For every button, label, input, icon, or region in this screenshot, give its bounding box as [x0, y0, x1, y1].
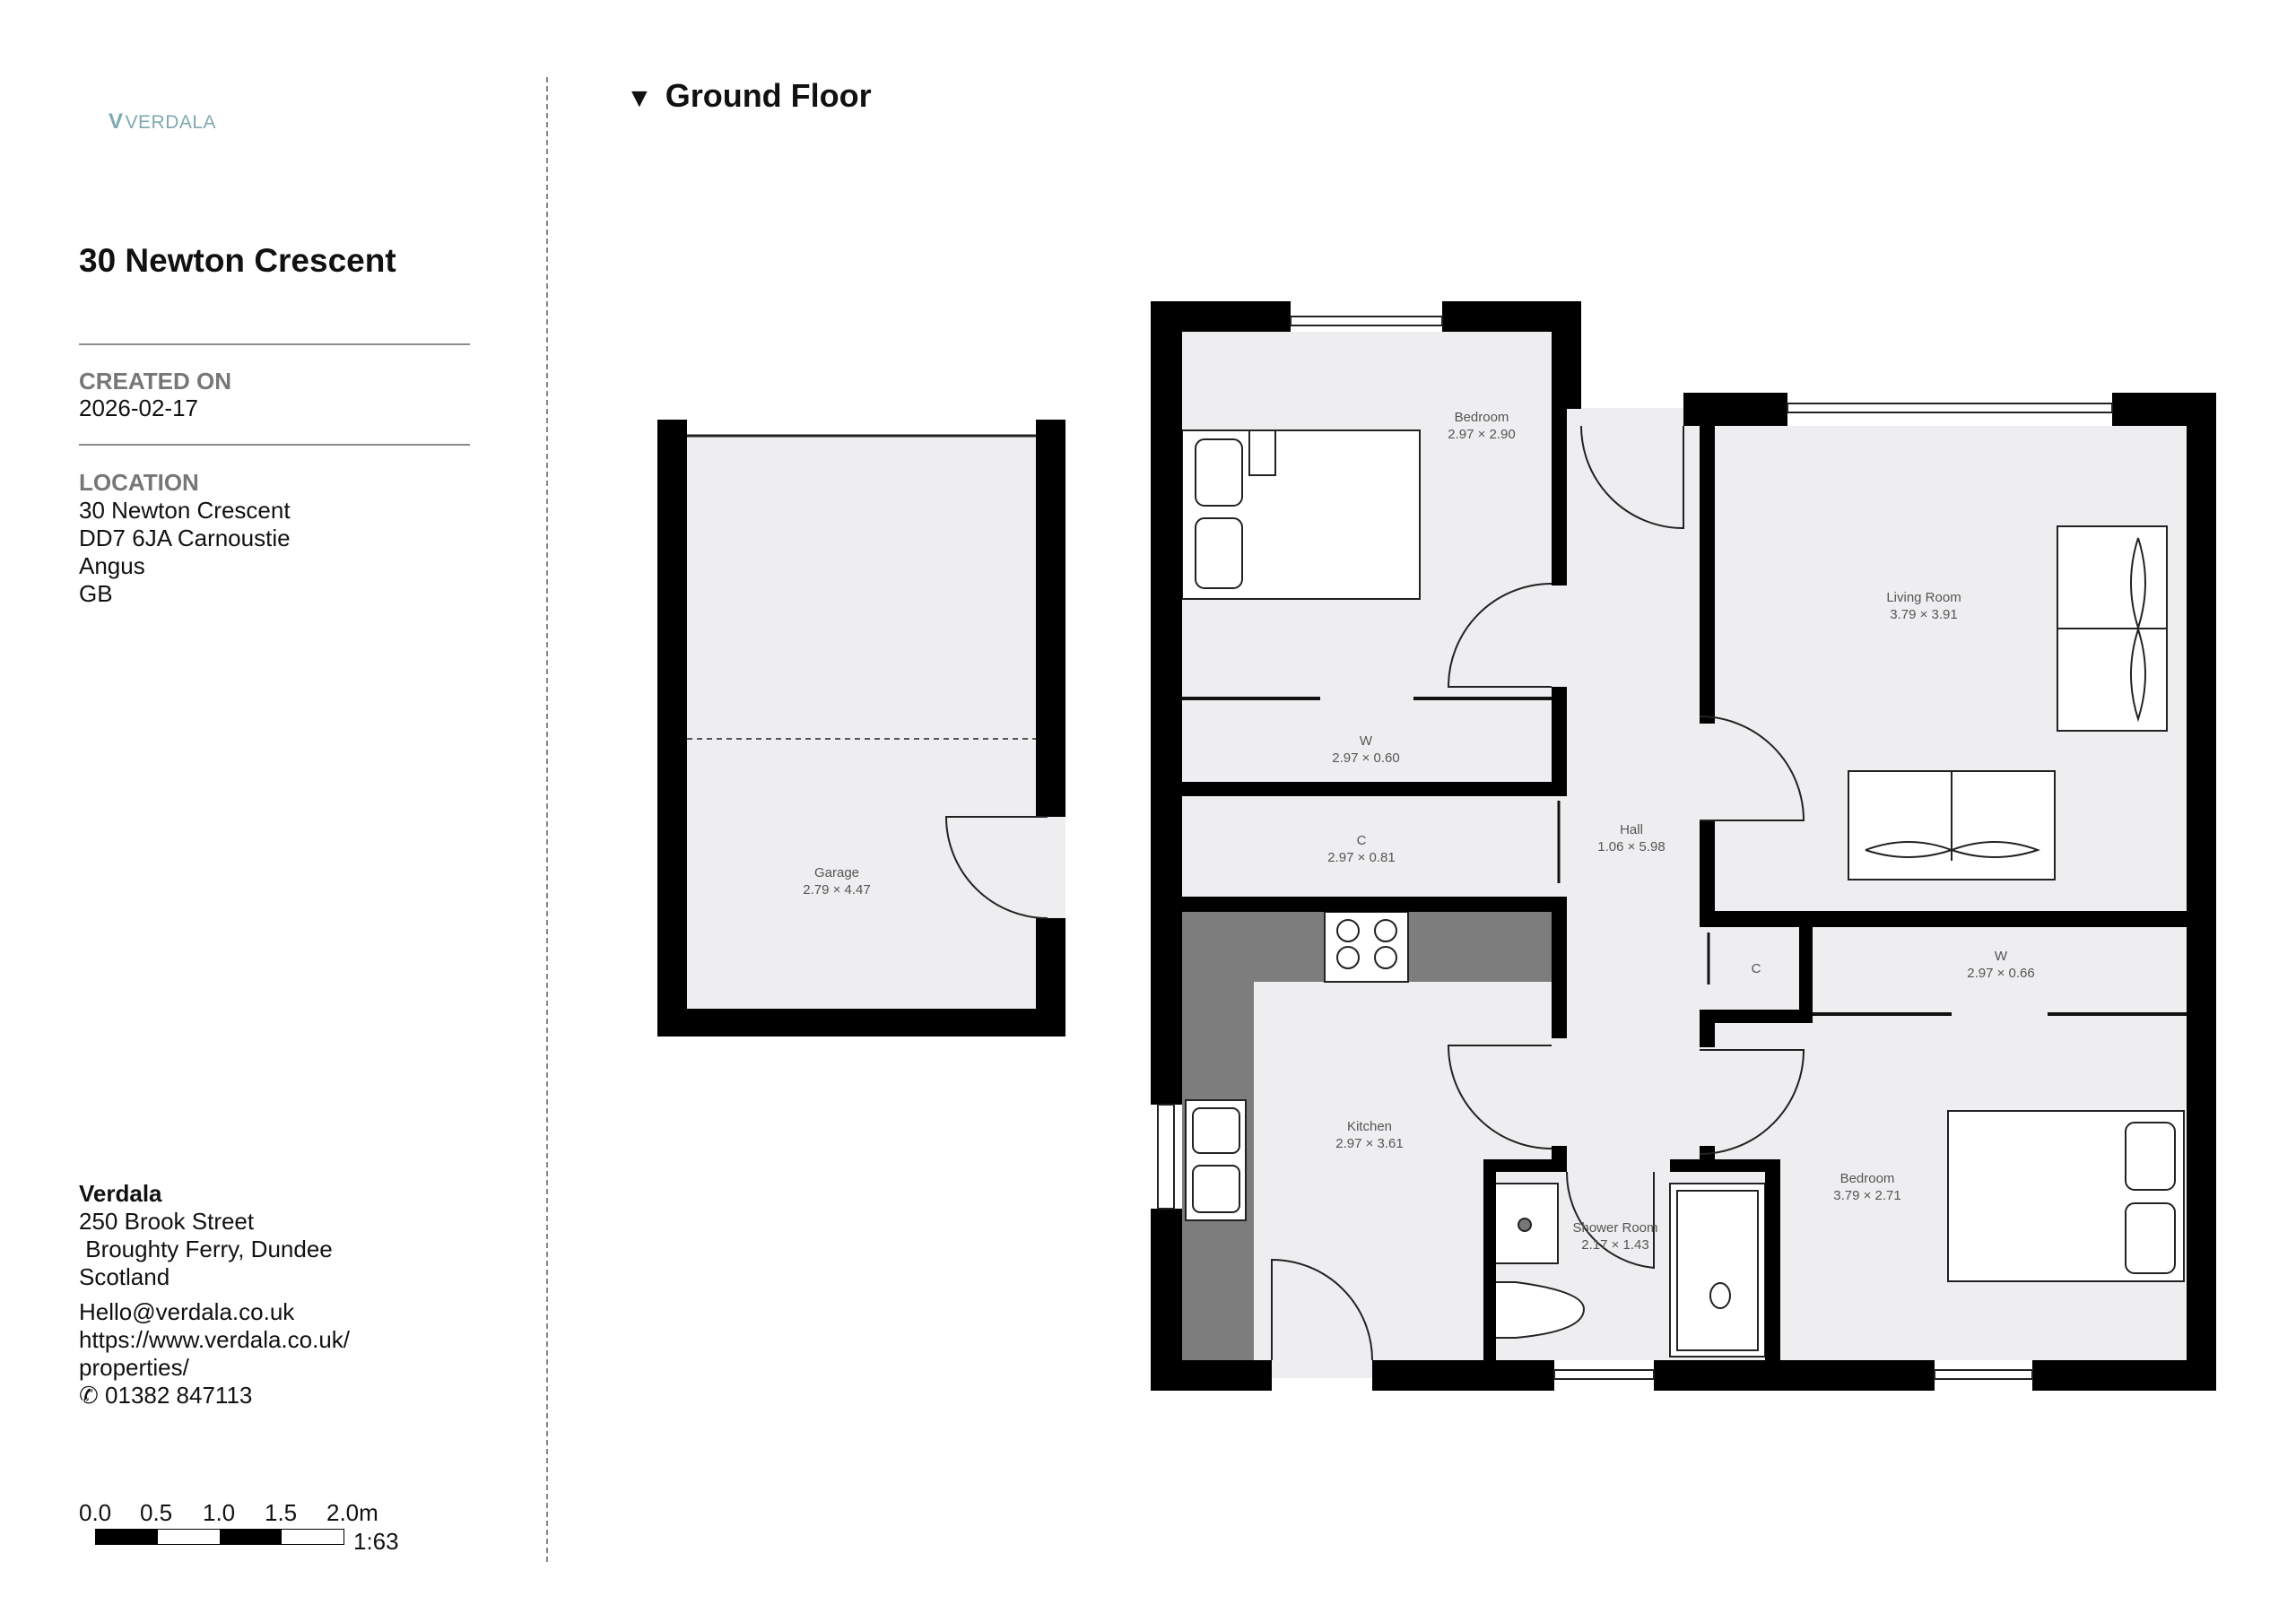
scale-tick: 1.5 — [265, 1499, 298, 1526]
door-icon — [1271, 1258, 1373, 1361]
floor-toggle[interactable]: ▼ Ground Floor — [626, 77, 872, 115]
room-name: C — [1357, 833, 1367, 848]
scale-tick: 0.5 — [140, 1499, 173, 1526]
company-address-line: 250 Brook Street — [79, 1208, 255, 1235]
room-size: 3.79 × 2.71 — [1833, 1188, 1900, 1203]
address-line: DD7 6JA Carnoustie — [79, 525, 291, 551]
company-email[interactable]: Hello@verdala.co.uk — [79, 1298, 295, 1325]
phone-number: 01382 847113 — [105, 1382, 253, 1409]
door-icon — [1447, 583, 1552, 688]
door-icon — [944, 816, 1048, 919]
created-label: CREATED ON — [79, 368, 231, 395]
address-line: 30 Newton Crescent — [79, 497, 291, 524]
room-size: 2.97 × 0.66 — [1967, 966, 2034, 981]
triangle-down-icon: ▼ — [626, 83, 653, 113]
company-phone[interactable]: ✆ 01382 847113 — [79, 1382, 350, 1409]
room-size: 2.97 × 3.61 — [1335, 1136, 1403, 1151]
location-label: LOCATION — [79, 469, 199, 496]
room-size: 2.97 × 0.60 — [1332, 750, 1399, 766]
room-size: 2.97 × 0.81 — [1327, 850, 1395, 865]
hob-icon — [1324, 911, 1409, 983]
created-date: 2026-02-17 — [79, 395, 198, 421]
room-size: 3.79 × 3.91 — [1890, 607, 1957, 622]
company-website-cont[interactable]: properties/ — [79, 1354, 189, 1381]
property-title: 30 Newton Crescent — [79, 242, 396, 279]
room-name: W — [1995, 949, 2008, 964]
company-address-line: Broughty Ferry, Dundee — [79, 1236, 333, 1262]
door-swings — [687, 425, 1805, 1361]
phone-icon: ✆ — [79, 1382, 99, 1409]
room-name: Hall — [1620, 822, 1643, 837]
scale-tick: 0.0 — [79, 1499, 112, 1526]
door-icon — [1565, 1171, 1655, 1270]
divider — [79, 444, 470, 446]
address-line: GB — [79, 580, 113, 607]
company-name: Verdala — [79, 1180, 162, 1207]
room-name: Garage — [814, 865, 859, 880]
scale-tick: 2.0m — [326, 1499, 378, 1526]
room-name: Bedroom — [1840, 1171, 1895, 1186]
room-size: 1.06 × 5.98 — [1597, 839, 1665, 854]
room-size: 2.17 × 1.43 — [1581, 1237, 1648, 1253]
walls — [657, 301, 2216, 1391]
floor-name: Ground Floor — [665, 77, 872, 114]
room-name: Bedroom — [1455, 410, 1509, 425]
room-name: C — [1752, 961, 1761, 976]
room-labels: Bedroom 2.97 × 2.90 W 2.97 × 0.60 C 2.97… — [803, 410, 2034, 1253]
address-line: Angus — [79, 552, 145, 579]
room-size: 2.79 × 4.47 — [803, 882, 870, 898]
room-name: Living Room — [1886, 590, 1961, 605]
scale-bar-graphic — [95, 1529, 344, 1545]
furniture — [1181, 429, 2185, 1357]
company-address-line: Scotland — [79, 1263, 170, 1290]
scale-tick: 1.0 — [203, 1499, 236, 1526]
room-size: 2.97 × 2.90 — [1448, 427, 1515, 442]
company-contact: Verdala 250 Brook Street Broughty Ferry,… — [79, 1180, 350, 1409]
door-icon — [1580, 425, 1684, 530]
divider — [79, 343, 470, 345]
scale-ratio: 1:63 — [353, 1528, 399, 1555]
room-name: Kitchen — [1347, 1119, 1392, 1134]
windows — [1157, 316, 2113, 1380]
logo-text: VERDALA — [125, 112, 217, 133]
logo-mark-icon: V — [109, 109, 124, 134]
room-name: W — [1360, 733, 1373, 749]
panel-divider — [546, 77, 548, 1562]
location-address: 30 Newton Crescent DD7 6JA Carnoustie An… — [79, 497, 291, 608]
sliding-doors — [1182, 697, 2187, 1016]
scale-bar: 0.0 0.5 1.0 1.5 2.0m 1:63 — [79, 1499, 438, 1555]
toilet-icon — [1494, 1281, 1586, 1339]
door-icon — [1699, 1049, 1805, 1155]
door-icon — [1699, 716, 1805, 821]
room-name: Shower Room — [1572, 1220, 1657, 1236]
company-website[interactable]: https://www.verdala.co.uk/ — [79, 1326, 351, 1353]
door-icon — [1447, 1045, 1552, 1149]
company-logo: VVERDALA — [109, 109, 216, 134]
